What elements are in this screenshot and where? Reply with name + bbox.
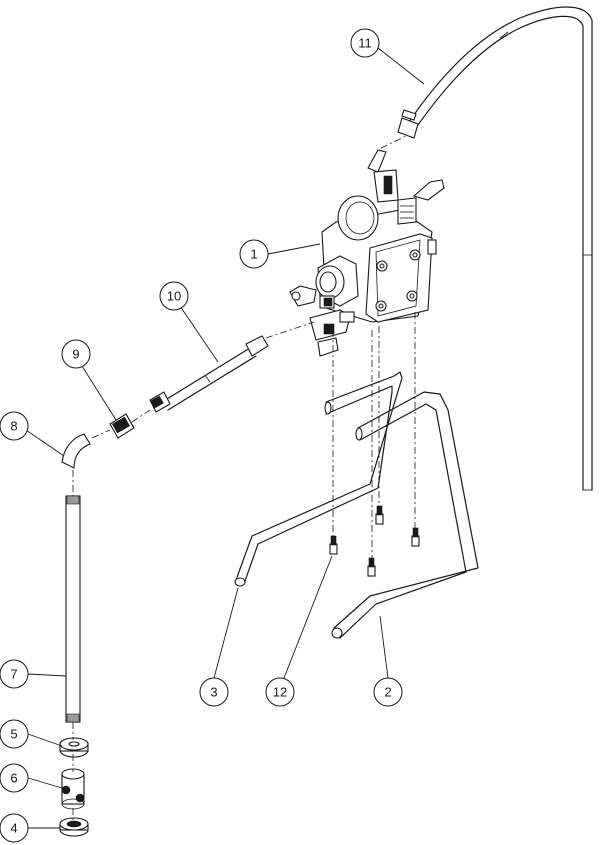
callout-1-label: 1	[250, 247, 257, 262]
part-8-elbow	[61, 433, 91, 469]
callout-8-label: 8	[10, 419, 17, 434]
callout-1: 1	[239, 239, 321, 269]
part-3-leg-frame	[234, 371, 403, 587]
callout-5: 5	[0, 719, 63, 749]
part-10-hose	[149, 335, 269, 413]
callout-11: 11	[350, 28, 425, 85]
part-7-suction-tube	[65, 495, 81, 723]
callout-12-label: 12	[273, 685, 287, 700]
callout-4-label: 4	[10, 821, 17, 836]
callout-8: 8	[0, 411, 65, 457]
callout-6-label: 6	[10, 771, 17, 786]
callout-2: 2	[373, 615, 403, 707]
part-5-washer	[59, 737, 89, 758]
part-12-bolts	[329, 505, 420, 577]
callout-4: 4	[0, 813, 60, 843]
part-1-pump-manifold	[289, 149, 445, 357]
callout-9-label: 9	[72, 347, 79, 362]
part-11-hose	[397, 6, 593, 491]
part-9-nipple-fitting	[109, 413, 135, 439]
callout-12: 12	[265, 555, 333, 707]
part-6-inlet-screen	[61, 768, 85, 810]
part-2-leg-frame	[331, 391, 479, 639]
callout-6: 6	[0, 763, 63, 793]
assembly-center-lines	[72, 135, 416, 820]
callout-11-label: 11	[358, 36, 372, 51]
callout-10-label: 10	[167, 289, 181, 304]
callout-5-label: 5	[10, 727, 17, 742]
callout-10: 10	[159, 281, 219, 363]
callout-3: 3	[199, 587, 239, 707]
callout-7: 7	[0, 659, 67, 689]
callout-9: 9	[61, 339, 117, 421]
callout-3-label: 3	[210, 685, 217, 700]
part-4-foot-valve	[59, 817, 89, 837]
callout-7-label: 7	[10, 667, 17, 682]
callout-2-label: 2	[384, 685, 391, 700]
